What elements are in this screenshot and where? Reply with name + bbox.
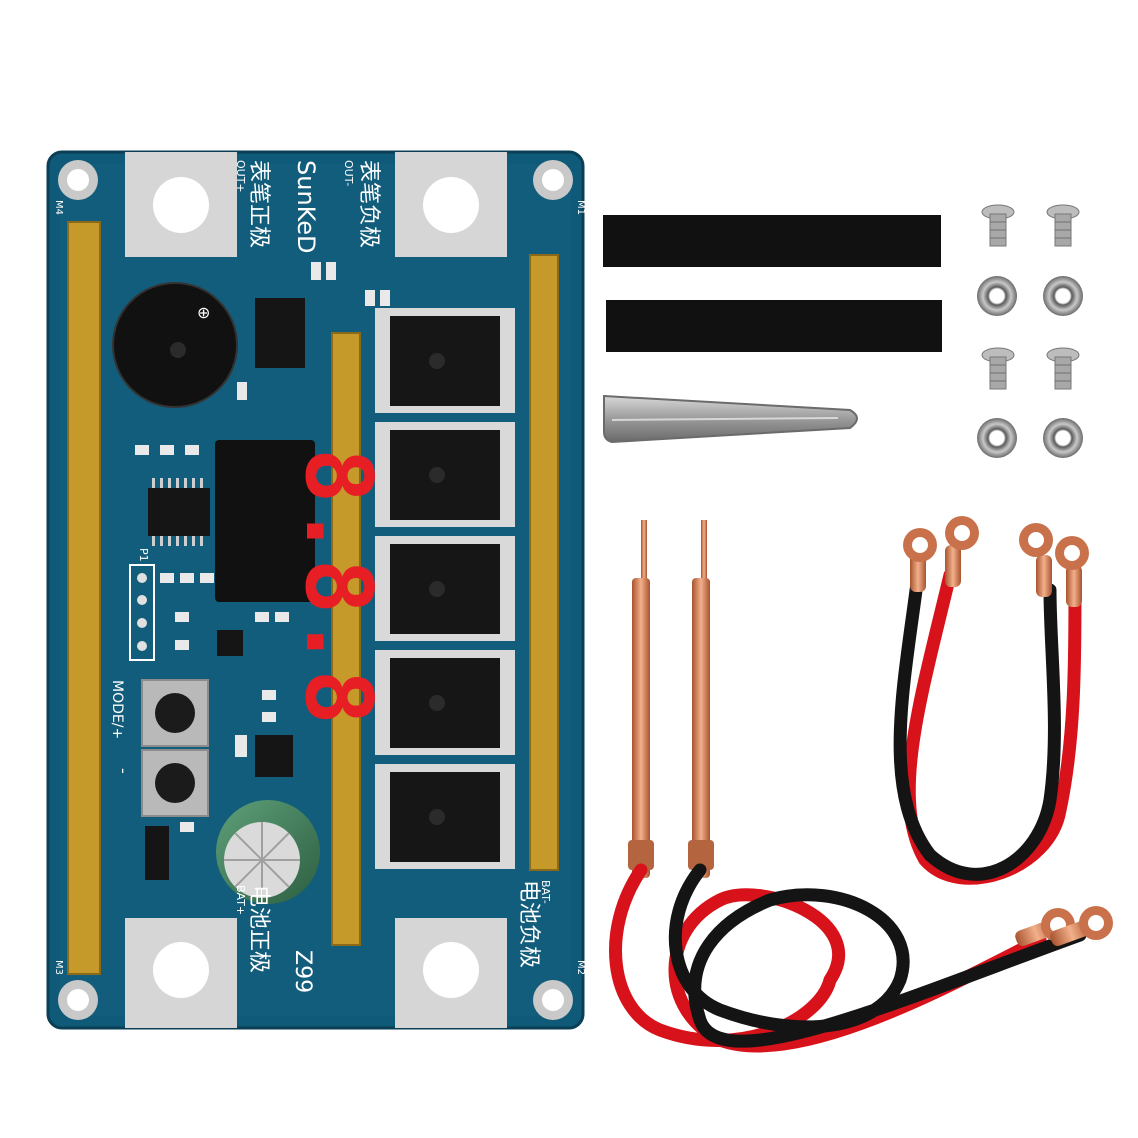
screw-4	[1046, 347, 1080, 390]
terminal-pad-bat-minus	[395, 918, 507, 1028]
terminal-pad-out-minus	[395, 152, 507, 257]
seven-segment-display: 8.8.8	[215, 440, 392, 725]
mounting-hole-top-right	[533, 160, 573, 200]
out-minus-cn-label: 表笔负极	[356, 160, 381, 248]
mosfet-4	[375, 650, 515, 755]
ic-chip-small	[217, 630, 243, 656]
mounting-hole-bottom-left	[58, 980, 98, 1020]
mosfet-3	[375, 536, 515, 641]
insulating-strip-bottom	[606, 300, 942, 352]
terminal-pad-bat-plus	[125, 918, 237, 1028]
ring-terminal	[903, 528, 937, 592]
welding-pen-right	[688, 520, 714, 878]
bat-plus-label: BAT+	[234, 885, 247, 915]
corner-label-m2: M2	[575, 960, 586, 975]
display-digits: 8.8.8	[285, 448, 392, 725]
mode-button-label: MODE/+	[109, 680, 125, 739]
bat-plus-cn-label: 电池正极	[246, 885, 271, 973]
ring-terminal	[945, 516, 979, 587]
mosfet-1	[375, 308, 515, 413]
screw-2	[1046, 204, 1080, 247]
corner-label-m1: M1	[575, 200, 586, 215]
pcb-board: ⊕	[46, 150, 586, 1030]
nut-1	[977, 276, 1017, 316]
mosfet-5	[375, 764, 515, 869]
svg-text:⊕: ⊕	[197, 303, 210, 322]
header-label: P1	[137, 548, 150, 562]
welding-pen-left	[628, 520, 654, 878]
copper-bus-bar-right	[529, 254, 559, 871]
ring-terminal	[1019, 523, 1053, 597]
mounting-hole-bottom-right	[533, 980, 573, 1020]
nut-2	[1043, 276, 1083, 316]
out-plus-cn-label: 表笔正极	[246, 160, 271, 248]
metal-clip	[603, 394, 858, 444]
capacitor	[216, 800, 320, 904]
minus-button[interactable]	[141, 749, 209, 817]
mosfet-2	[375, 422, 515, 527]
insulating-strip-top	[603, 215, 941, 267]
buzzer: ⊕	[112, 282, 238, 408]
minus-button-label: -	[114, 768, 133, 774]
diode	[145, 826, 169, 880]
ring-terminal	[1055, 536, 1089, 607]
cable-pair-loop	[893, 516, 1089, 885]
copper-bus-bar-middle	[331, 332, 361, 946]
mounting-hole-top-left	[58, 160, 98, 200]
bat-minus-label: BAT-	[539, 880, 552, 904]
ic-chip-pins	[152, 478, 203, 546]
header-pins	[129, 564, 155, 661]
terminal-pad-out-plus	[125, 152, 237, 257]
pen-cables	[609, 863, 1113, 1053]
nut-4	[1043, 418, 1083, 458]
out-plus-label: OUT+	[234, 160, 247, 193]
ic-chip-top	[255, 298, 305, 368]
mode-plus-button[interactable]	[141, 679, 209, 747]
smd-components	[135, 262, 390, 832]
ic-chip-mcu	[148, 488, 210, 536]
corner-label-m3: M3	[53, 960, 64, 975]
copper-bus-bar-left	[67, 221, 101, 975]
bat-minus-cn-label: 电池负极	[516, 880, 541, 968]
out-minus-label: OUT-	[342, 160, 355, 186]
screw-3	[981, 347, 1015, 390]
screw-1	[981, 204, 1015, 247]
corner-label-m4: M4	[53, 200, 64, 215]
mosfet-array	[375, 308, 515, 869]
ic-chip-regulator	[255, 735, 293, 777]
ring-terminal	[1050, 906, 1113, 947]
brand-label: SunKeD	[292, 160, 320, 253]
nut-3	[977, 418, 1017, 458]
model-label: Z99	[290, 950, 315, 993]
